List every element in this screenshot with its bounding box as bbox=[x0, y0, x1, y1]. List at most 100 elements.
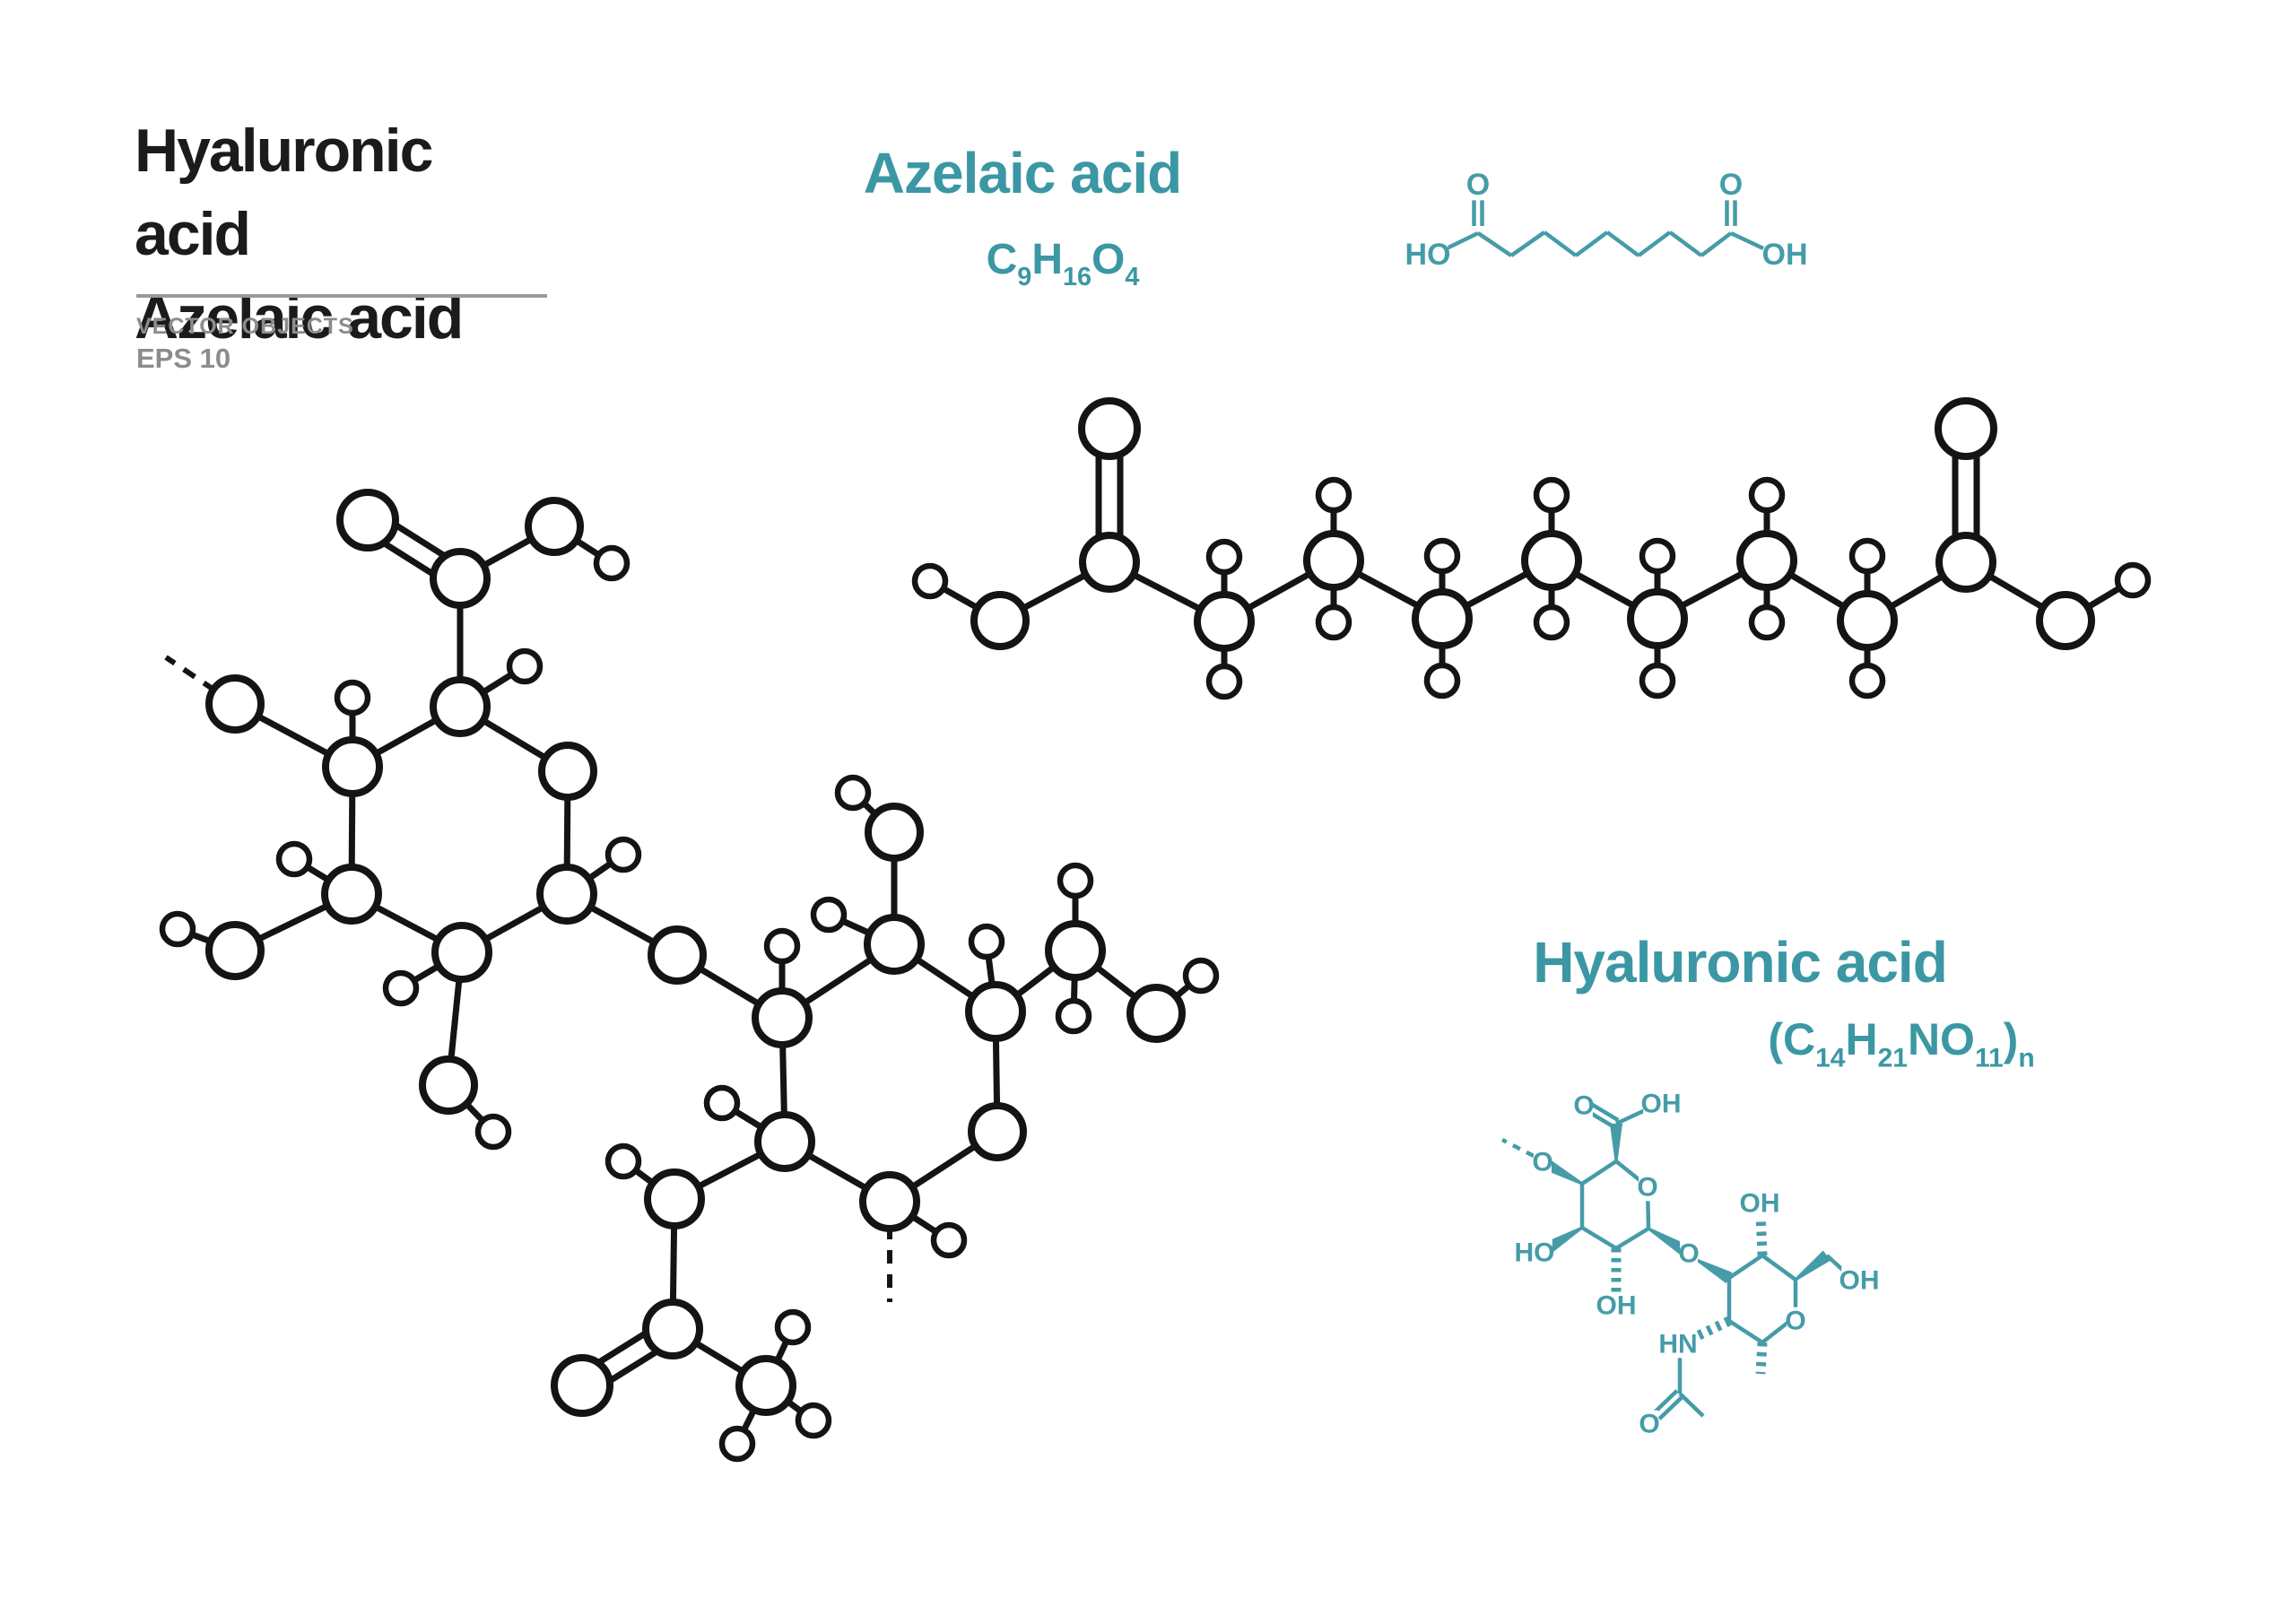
atom bbox=[968, 1102, 1027, 1161]
label-backing bbox=[1720, 169, 1742, 201]
atom-label: O bbox=[1785, 1307, 1805, 1336]
atom-label: HO bbox=[1515, 1238, 1555, 1268]
label-backing bbox=[1643, 1090, 1679, 1118]
atom bbox=[321, 864, 382, 925]
label-backing bbox=[1534, 1148, 1552, 1177]
azelaic-ball-model bbox=[911, 397, 2152, 700]
vector-objects-label: VECTOR OBJECTS bbox=[136, 314, 354, 339]
atom bbox=[382, 969, 420, 1007]
atom bbox=[1412, 588, 1473, 649]
atom bbox=[1748, 476, 1786, 514]
atom bbox=[1057, 862, 1094, 899]
label-backing bbox=[1764, 239, 1805, 271]
wedge-bond bbox=[1795, 1250, 1831, 1281]
label-backing bbox=[1742, 1189, 1778, 1218]
formula-text: O bbox=[1091, 236, 1126, 283]
atom bbox=[322, 736, 383, 797]
atom bbox=[1182, 957, 1220, 995]
atom bbox=[648, 925, 707, 985]
atom-label: O bbox=[1639, 1410, 1659, 1439]
bond bbox=[1509, 230, 1546, 257]
atom bbox=[834, 774, 872, 812]
atom bbox=[930, 1221, 968, 1259]
formula-subscript: 9 bbox=[1017, 262, 1032, 291]
formula-text: H bbox=[1031, 236, 1063, 283]
bond bbox=[1692, 1316, 1732, 1342]
formula-text: C bbox=[986, 236, 1018, 283]
azelaic-heading: Azelaic acid bbox=[863, 141, 1182, 205]
atom bbox=[1639, 662, 1676, 699]
atom bbox=[1045, 920, 1106, 981]
atom bbox=[525, 497, 584, 556]
hyaluronic-formula: (C14H21NO11)n bbox=[1691, 1013, 2112, 1074]
atom bbox=[275, 840, 313, 878]
atom bbox=[1935, 532, 1996, 593]
atom bbox=[1848, 662, 1886, 699]
atom bbox=[795, 1402, 832, 1439]
bond bbox=[1761, 1254, 1797, 1281]
atom-label: OH bbox=[1839, 1266, 1880, 1296]
atom-label: O bbox=[1637, 1173, 1657, 1203]
bond bbox=[1605, 230, 1640, 257]
atom bbox=[536, 864, 597, 925]
atom bbox=[1078, 397, 1141, 460]
atom bbox=[859, 1171, 920, 1232]
atom-label: OH bbox=[1641, 1090, 1682, 1119]
atom-label: OH bbox=[1596, 1291, 1637, 1321]
atom bbox=[735, 1355, 796, 1416]
wedge-bond bbox=[1648, 1227, 1688, 1256]
atom bbox=[774, 1308, 812, 1346]
atom bbox=[1055, 997, 1092, 1035]
atom-label: OH bbox=[1762, 238, 1808, 272]
atom bbox=[1423, 537, 1461, 575]
atom-label: O bbox=[1678, 1239, 1699, 1269]
formula-subscript: 4 bbox=[1125, 262, 1140, 291]
label-backing bbox=[1639, 1173, 1657, 1202]
atom bbox=[754, 1111, 815, 1172]
bond bbox=[1652, 1389, 1679, 1415]
atom bbox=[642, 1299, 703, 1359]
label-backing bbox=[1517, 1238, 1552, 1267]
label-backing bbox=[1660, 1330, 1696, 1359]
atom bbox=[419, 1055, 478, 1115]
bond bbox=[1637, 230, 1672, 257]
formula-text: (C bbox=[1768, 1014, 1816, 1064]
bond bbox=[1678, 1392, 1705, 1418]
formula-text: H bbox=[1845, 1014, 1878, 1064]
atom bbox=[763, 927, 801, 965]
atom bbox=[2114, 561, 2152, 599]
hyaluronic-heading: Hyaluronic acid bbox=[1533, 930, 1948, 995]
bond bbox=[1755, 1342, 1768, 1375]
atom-label: OH bbox=[1740, 1189, 1780, 1219]
label-backing bbox=[1841, 1266, 1877, 1295]
wedge-bond bbox=[1545, 1226, 1583, 1254]
formula-subscript: n bbox=[2018, 1043, 2035, 1073]
atom bbox=[2036, 591, 2095, 650]
bond bbox=[1476, 231, 1513, 257]
atom-label: O bbox=[1719, 168, 1743, 202]
atom bbox=[810, 896, 848, 934]
bond bbox=[1755, 1213, 1768, 1256]
atom bbox=[1639, 537, 1676, 575]
atom bbox=[1533, 604, 1570, 641]
label-backing bbox=[1575, 1091, 1593, 1120]
atom bbox=[1205, 663, 1243, 700]
atom bbox=[1079, 532, 1140, 593]
formula-text: ) bbox=[2003, 1014, 2019, 1064]
formula-subscript: 11 bbox=[1974, 1043, 2004, 1073]
atom bbox=[159, 910, 196, 948]
atom bbox=[551, 1354, 613, 1417]
bond bbox=[1590, 1102, 1620, 1123]
atom bbox=[430, 676, 491, 737]
formula-subscript: 21 bbox=[1877, 1043, 1908, 1073]
atom bbox=[970, 591, 1030, 650]
label-backing bbox=[1787, 1307, 1805, 1335]
atom bbox=[1303, 530, 1364, 591]
atom bbox=[538, 742, 597, 801]
bond bbox=[1446, 230, 1479, 251]
atom bbox=[336, 489, 399, 552]
